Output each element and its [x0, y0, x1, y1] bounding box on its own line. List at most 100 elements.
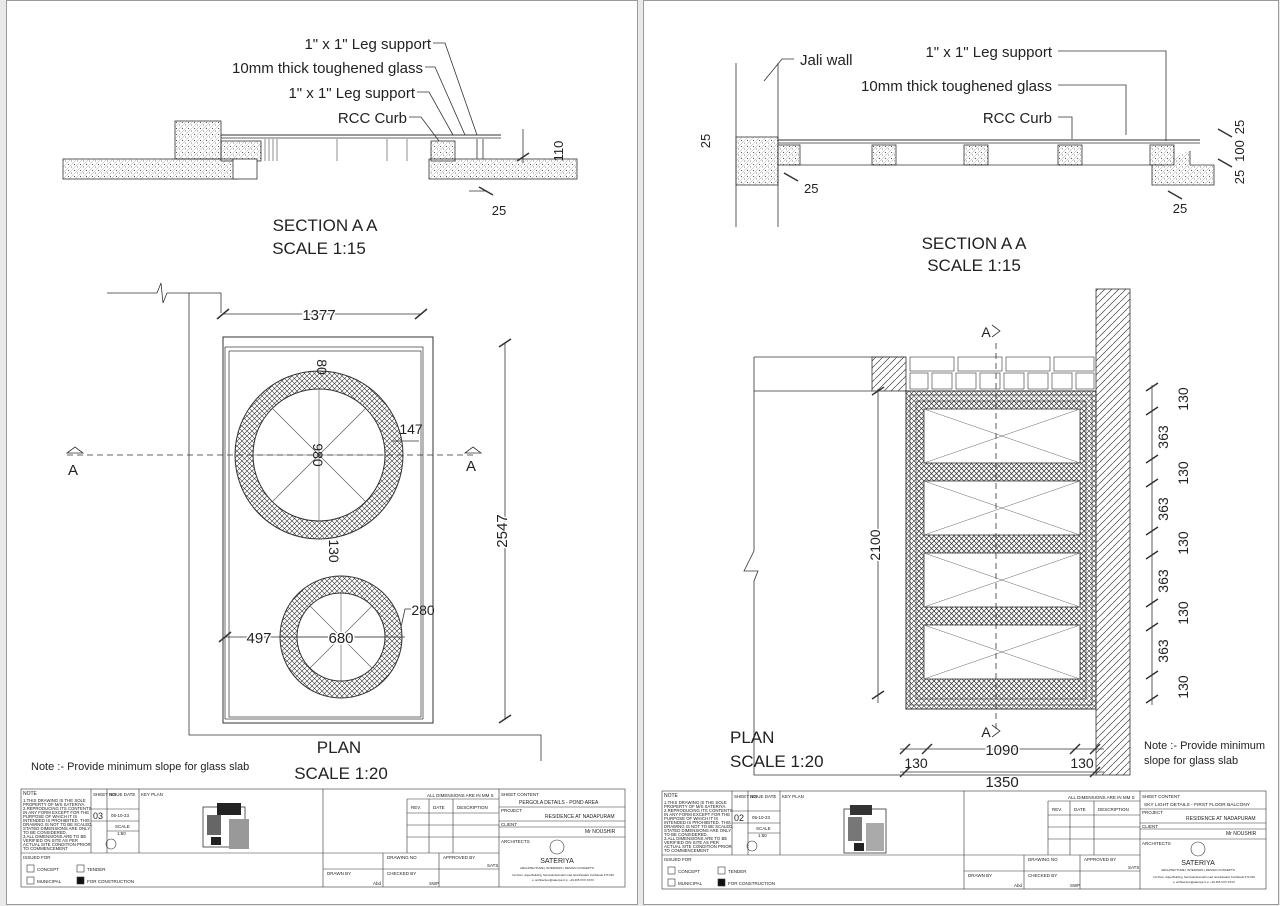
section-title: SECTION A A [273, 216, 379, 235]
checked-by-label: CHECKED BY [387, 871, 416, 876]
sheet-no-label: SHEET NO [93, 792, 116, 797]
dims-note: ALL DIMENSIONS ARE IN MM S [427, 793, 494, 798]
chain-dim: 363 [1155, 497, 1171, 521]
section-aa-left: 1" x 1" Leg support 10mm thick toughened… [62, 36, 578, 258]
approved-by-value: SATS [1128, 865, 1139, 870]
note-line: TO BE CONSIDERED. [23, 830, 67, 835]
note-line: 3.ALL DIMENSIONS ARE TO BE [664, 836, 727, 841]
title-block-left-text: NOTE 1.THIS DRAWING IS THE SOLE PROPERTY… [23, 791, 616, 886]
note-line: VERIFIED ON SITE AS PER [23, 838, 78, 843]
note-line: VERIFIED ON SITE AS PER [664, 840, 719, 845]
drawn-by-label: DRAWN BY [968, 873, 992, 878]
key-plan-label: KEY PLAN [782, 794, 804, 799]
section-dim-25-c: 25 [1232, 120, 1247, 134]
plan-dim-980: 980 [310, 443, 326, 467]
concept-label: CONCEPT [37, 867, 59, 872]
plan-dim-80: 80 [314, 359, 330, 375]
chain-dim: 130 [1175, 461, 1191, 485]
plan-dim-2100: 2100 [867, 529, 883, 560]
date-label: DATE [1074, 807, 1086, 812]
plan-dim-680: 680 [328, 630, 353, 647]
chain-dim: 363 [1155, 569, 1171, 593]
plan-note-line2: slope for glass slab [1144, 755, 1238, 767]
section-dim-25: 25 [492, 203, 506, 218]
drawn-by-value: Abd [373, 881, 382, 886]
drawn-by-label: DRAWN BY [327, 871, 351, 876]
note-line: 3.ALL DIMENSIONS ARE TO BE [23, 834, 86, 839]
drawing-no-label: DRAWING NO [387, 855, 417, 860]
note-line: IN ANY FORM EXCEPT FOR THE [23, 810, 89, 815]
description-label: DESCRIPTION [1098, 807, 1129, 812]
tender-label: TENDER [87, 867, 106, 872]
sheet-no-value: 02 [734, 813, 744, 823]
description-label: DESCRIPTION [457, 805, 488, 810]
note-line: 1.THIS DRAWING IS THE SOLE [664, 800, 727, 805]
section-dim-110: 110 [551, 141, 566, 162]
rcc-curb-label: RCC Curb [983, 110, 1052, 127]
note-line: ACTUAL SITE CONDITION PRIOR [23, 842, 91, 847]
chain-dim: 130 [1175, 675, 1191, 699]
note-line: 2.REPRODUCING ITS CONTENTS [664, 808, 733, 813]
scale-value: 1:50 [117, 831, 126, 836]
note-head: NOTE [23, 791, 38, 797]
for-construction-label: FOR CONSTRUCTION [87, 879, 134, 884]
sheet-content-label: SHEET CONTENT [501, 792, 539, 797]
key-plan-left [202, 803, 249, 849]
chain-dim: 130 [1175, 387, 1191, 411]
chain-dim: 130 [1175, 531, 1191, 555]
rcc-curb-label: RCC Curb [338, 110, 407, 127]
section-dim-25-d: 25 [1232, 170, 1247, 184]
section-aa-right: Jali wall 1" x 1" Leg support 10mm thick… [698, 44, 1247, 275]
note-line: TO COMMENCEMENT [23, 846, 68, 851]
architects-label: ARCHITECTS [501, 839, 530, 844]
section-dim-25-b: 25 [804, 181, 818, 196]
tender-label: TENDER [728, 869, 747, 874]
client-label: CLIENT [501, 822, 517, 827]
plan-dim-130-right: 130 [1070, 755, 1094, 771]
project-value: RESIDENCE AT NADAPURAM [1186, 816, 1256, 822]
section-dim-100: 100 [1232, 140, 1247, 162]
plan-dim-2547: 2547 [494, 514, 511, 547]
note-line: STATED DIMENSIONS ARE ONLY [23, 826, 90, 831]
issue-date-label: ISSUE DATE [750, 794, 776, 799]
title-block-left [20, 788, 626, 888]
dims-note: ALL DIMENSIONS ARE IN MM S [1068, 795, 1135, 800]
right-sheet-drawing: Jali wall 1" x 1" Leg support 10mm thick… [661, 44, 1267, 890]
note-line: 1.THIS DRAWING IS THE SOLE [23, 798, 86, 803]
plan-left: A A 1377 80 980 147 130 2547 497 680 280… [31, 282, 542, 783]
scale-label: SCALE [115, 824, 130, 829]
chain-dim: 363 [1155, 425, 1171, 449]
project-label: PROJECT [501, 808, 522, 813]
drawing-sheet-right: Jali wall 1" x 1" Leg support 10mm thick… [643, 0, 1279, 905]
note-line: IN ANY FORM EXCEPT FOR THE [664, 812, 730, 817]
note-line: DRAWING IS NOT TO BE SCALED, [23, 822, 93, 827]
project-value: RESIDENCE AT NADAPURAM [545, 814, 615, 820]
note-line: INTENDED IS PROHIBITED. THIS [664, 820, 731, 825]
sheet-no-label: SHEET NO [734, 794, 757, 799]
concept-label: CONCEPT [678, 869, 700, 874]
sheet-content-value: PERGOLA DETAILS - POND AREA [519, 800, 599, 806]
firm-address: 1st Floor, Aqua Building, Seminarinkunna… [512, 873, 614, 877]
note-line: STATED DIMENSIONS ARE ONLY [664, 828, 731, 833]
section-dim-25-e: 25 [1173, 201, 1187, 216]
section-title: SECTION A A [922, 234, 1028, 253]
checked-by-label: CHECKED BY [1028, 873, 1057, 878]
sheet-content-label: SHEET CONTENT [1142, 794, 1180, 799]
left-sheet-drawing: 1" x 1" Leg support 10mm thick toughened… [20, 36, 626, 888]
firm-contact: e: architecture@sateriya.in p: +91 495 X… [532, 878, 594, 882]
plan-note-line1: Note :- Provide minimum [1144, 740, 1265, 752]
leg-support-label: 1" x 1" Leg support [925, 44, 1052, 61]
firm-contact: e: architecture@sateriya.in p: +91 495 X… [1173, 880, 1235, 884]
section-cut-top: A [981, 324, 991, 340]
project-label: PROJECT [1142, 810, 1163, 815]
drawing-sheet-left: 1" x 1" Leg support 10mm thick toughened… [6, 0, 638, 905]
scale-label: SCALE [756, 826, 771, 831]
approved-by-value: SATS [487, 863, 498, 868]
drawing-no-label: DRAWING NO [1028, 857, 1058, 862]
note-line: PROPERTY OF M/S SATERIYA. [23, 802, 85, 807]
note-line: TO COMMENCEMENT [664, 848, 709, 853]
approved-by-label: APPROVED BY [443, 855, 475, 860]
chain-dim: 130 [1175, 601, 1191, 625]
section-scale: SCALE 1:15 [272, 239, 366, 258]
issued-for-label: ISSUED FOR [23, 855, 51, 860]
